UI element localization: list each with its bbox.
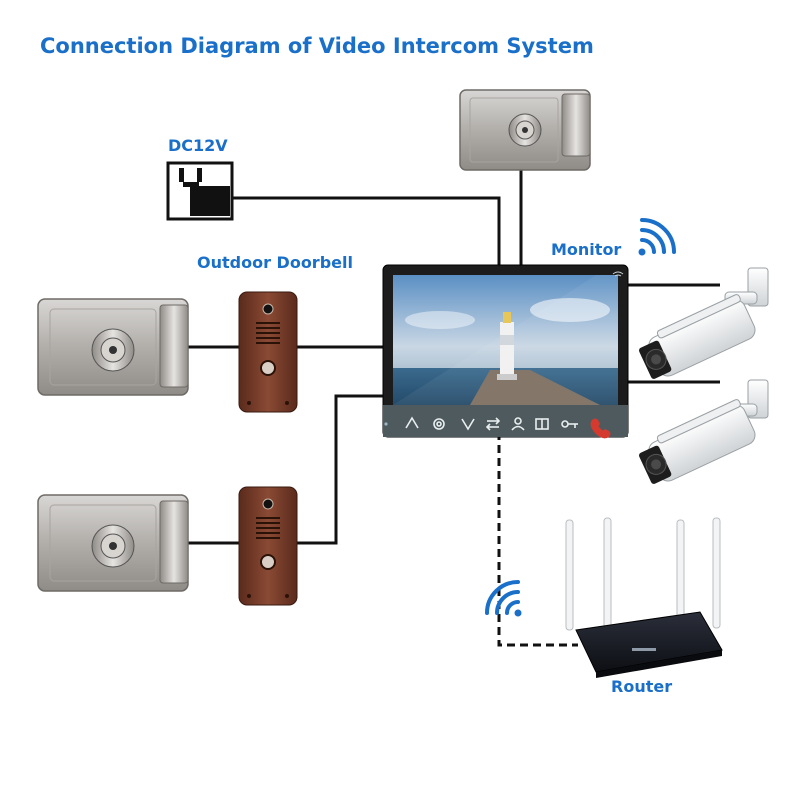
- wires: [188, 168, 720, 545]
- key-icon: [561, 420, 578, 428]
- router-label: Router: [611, 677, 673, 696]
- cctv-camera-1: [639, 267, 769, 379]
- dc12v-label: DC12V: [168, 136, 228, 155]
- outdoor-doorbell-label: Outdoor Doorbell: [197, 253, 353, 272]
- indoor-monitor: [382, 264, 629, 439]
- users-icon: [511, 417, 525, 431]
- up-arrow-icon: [405, 416, 419, 429]
- wifi-router: [565, 517, 723, 678]
- transfer-icon: [485, 417, 501, 431]
- down-arrow-icon: [461, 418, 475, 431]
- monitor-wifi-icon: [638, 218, 676, 256]
- dc-power-outlet: [166, 161, 234, 221]
- page-title: Connection Diagram of Video Intercom Sys…: [40, 34, 594, 58]
- door-lock-2: [37, 494, 189, 592]
- wire-power: [232, 196, 501, 268]
- outdoor-doorbell-2: [238, 486, 298, 606]
- phone-icon: [590, 418, 611, 439]
- cctv-camera-2: [639, 379, 769, 484]
- monitor-button-row: [405, 416, 578, 431]
- wire-doorbell2-monitor: [297, 394, 383, 545]
- door-lock-top: [459, 89, 591, 171]
- monitor-wifi-indicator: [612, 271, 624, 277]
- router-wifi-icon: [485, 580, 522, 617]
- wire-network: [497, 432, 578, 647]
- monitor-label: Monitor: [551, 240, 622, 259]
- settings-icon: [433, 418, 445, 430]
- door-lock-1: [37, 298, 189, 396]
- door-icon: [535, 418, 549, 430]
- outdoor-doorbell-1: [238, 291, 298, 413]
